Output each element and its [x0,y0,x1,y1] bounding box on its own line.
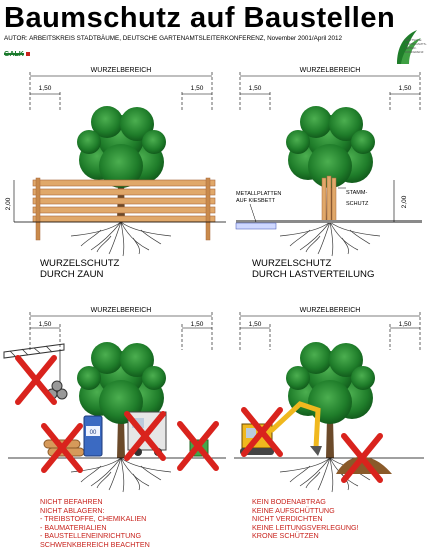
dim-left-label: 1,50 [39,321,52,328]
crane-icon [3,343,65,384]
dim-left-label: 1,50 [249,85,262,92]
roots-icon [70,221,172,257]
trunk-protection-icon [321,175,337,223]
dim-right-label: 1,50 [399,85,412,92]
cross-oil-icon [180,424,216,468]
dim-left-label: 1,50 [39,85,52,92]
conference-logo: DEUTSCHE GARTENAMTS- LEITER- KONFERENZ [393,28,427,68]
dim-left-label: 1,50 [249,321,262,328]
tree-icon [286,342,375,458]
dim-right-label: 1,50 [399,321,412,328]
dim-right-label: 1,50 [191,321,204,328]
author-line: AUTOR: ARBEITSKREIS STADTBÄUME, DEUTSCHE… [4,35,343,42]
root-zone-label: WURZELBEREICH [91,307,152,314]
panel-no-driving: WURZELBEREICH 1,50 1,50 [3,307,226,493]
conference-logo-text: DEUTSCHE GARTENAMTS- LEITER- KONFERENZ [405,38,427,54]
panel-no-excavation: WURZELBEREICH 1,50 1,50 [234,307,424,493]
trunk-label-line2: SCHUTZ [346,201,369,207]
panel-load-distribution: WURZELBEREICH 1,50 1,50 METALLPLATTEN AU… [235,67,422,257]
root-zone-label: WURZELBEREICH [300,307,361,314]
roots-icon [279,221,381,257]
rules-list-right: KEIN BODENABTRAG KEINE AUFSCHÜTTUNG NICH… [252,497,359,540]
root-zone-label: WURZELBEREICH [91,67,152,74]
cross-crane-icon [18,358,54,402]
galk-logo-bar-icon [4,52,30,56]
barrel-icon: 00 [83,415,103,457]
panel-fence: WURZELBEREICH 1,50 1,50 2,00 [5,67,226,257]
roots-icon [70,457,172,493]
height-label: 2,00 [5,197,12,210]
tree-icon [77,106,166,222]
plates-label-line2: AUF KIESBETT [236,198,276,204]
metal-plates-icon [235,220,422,230]
caption-fence: WURZELSCHUTZ DURCH ZAUN [40,258,120,280]
height-label: 2,00 [401,195,408,208]
plates-label: METALLPLATTEN [236,191,281,197]
barrel-label: 00 [90,430,97,436]
caption-load-distribution: WURZELSCHUTZ DURCH LASTVERTEILUNG [252,258,375,280]
dim-right-label: 1,50 [191,85,204,92]
trunk-label: STAMM- [346,190,367,196]
rules-list-left: NICHT BEFAHREN NICHT ABLAGERN: - TREIBST… [40,497,150,549]
leaf-logo-icon [397,30,421,64]
galk-logo: GALK [4,43,38,58]
page-title: Baumschutz auf Baustellen [4,2,396,34]
root-zone-label: WURZELBEREICH [300,67,361,74]
